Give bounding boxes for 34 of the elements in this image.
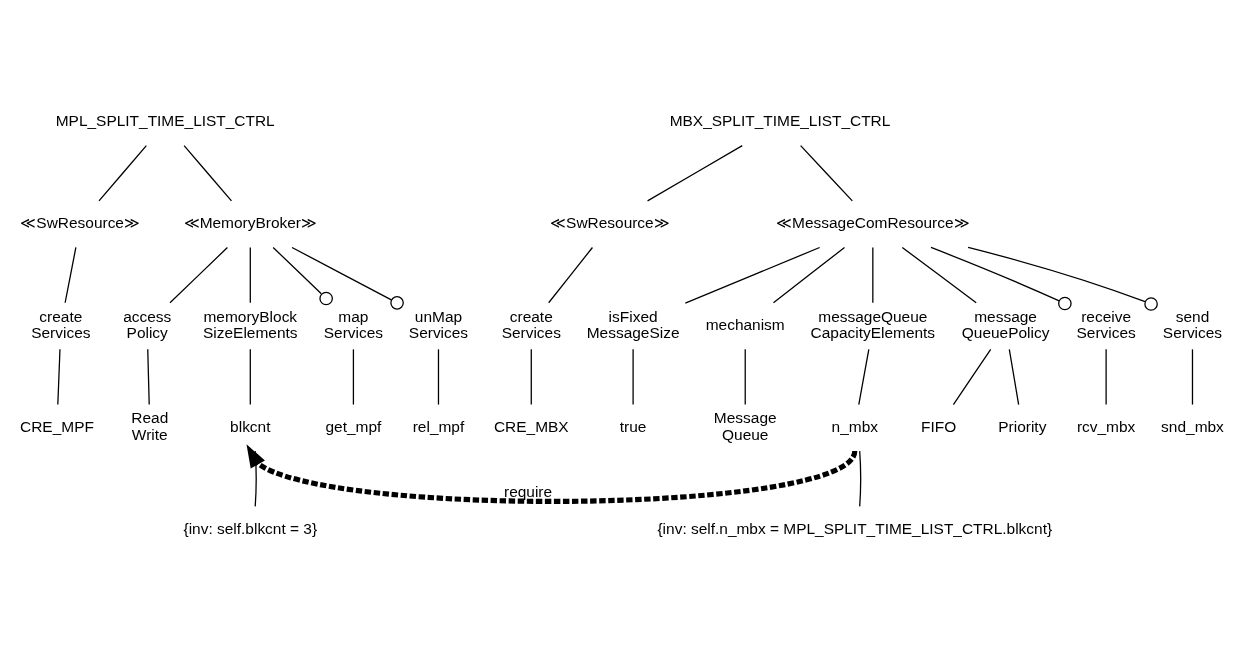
node-text: CRE_MBX — [493, 417, 569, 435]
node-text: ≪MemoryBroker≫ — [183, 214, 317, 232]
node-text: unMap Services — [408, 307, 469, 342]
node-text: FIFO — [920, 417, 957, 435]
node-text: {inv: self.n_mbx = MPL_SPLIT_TIME_LIST_CTRL.blkcnt} — [657, 519, 1053, 537]
node-text: n_mbx — [831, 417, 878, 435]
node-text: messageQueue CapacityElements — [810, 307, 936, 342]
node-text: isFixed MessageSize — [586, 307, 680, 342]
node-text: Priority — [998, 417, 1047, 435]
node-text: true — [619, 417, 647, 435]
node-text: create Services — [31, 307, 91, 342]
node-text: create Services — [501, 307, 561, 342]
node-text: rcv_mbx — [1076, 417, 1136, 435]
node-text: receive Services — [1076, 307, 1136, 342]
node-text: CRE_MPF — [20, 417, 94, 435]
node-text: map Services — [323, 307, 384, 342]
node-text: memoryBlock SizeElements — [203, 307, 298, 342]
node-text: MPL_SPLIT_TIME_LIST_CTRL — [55, 112, 275, 130]
node-text: ≪MessageComResource≫ — [776, 214, 970, 232]
edge-label: require — [504, 483, 553, 501]
node-text: send Services — [1162, 307, 1223, 342]
node-text: access Policy — [123, 307, 172, 342]
node-text: snd_mbx — [1161, 417, 1224, 435]
node-text: MBX_SPLIT_TIME_LIST_CTRL — [669, 112, 891, 130]
node-text: blkcnt — [230, 417, 271, 435]
node-text: {inv: self.blkcnt = 3} — [183, 519, 318, 537]
node-text: mechanism — [705, 316, 785, 333]
node-text: Message Queue — [713, 409, 777, 444]
node-text: get_mpf — [325, 417, 382, 435]
node-text: Read Write — [131, 409, 169, 444]
node-text: rel_mpf — [412, 417, 465, 435]
node-text: ≪SwResource≫ — [20, 214, 140, 232]
node-text: ≪SwResource≫ — [550, 214, 670, 232]
node-text: message QueuePolicy — [961, 307, 1050, 342]
